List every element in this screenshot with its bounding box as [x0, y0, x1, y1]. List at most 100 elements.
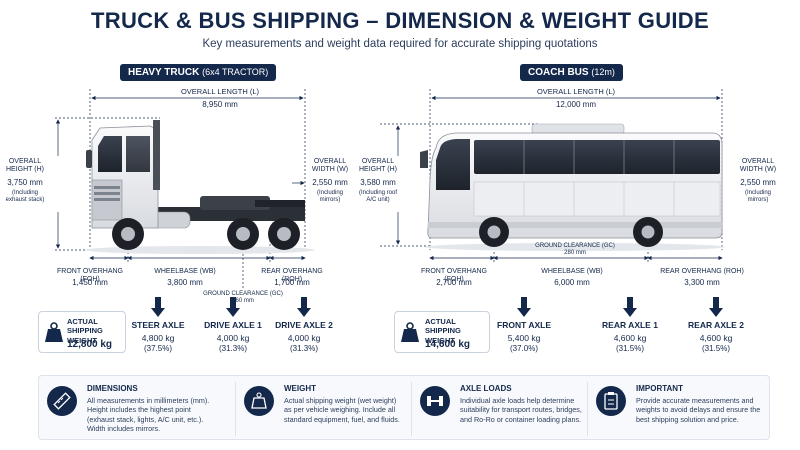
weight-icon	[45, 322, 63, 342]
bus-label-sub: (12m)	[591, 67, 615, 77]
truck-width-note: (Including mirrors)	[316, 190, 343, 204]
info-text: Individual axle loads help determine sui…	[460, 396, 582, 424]
truck-height-note: (Including exhaust stack)	[5, 190, 45, 204]
truck-axle-drive-1: DRIVE AXLE 1 4,000 kg (31.3%)	[203, 297, 263, 359]
axle-name: DRIVE AXLE 1	[204, 320, 262, 330]
bus-length-label: OVERALL LENGTH (L)	[536, 87, 616, 96]
bus-gc-label: GROUND CLEARANCE (GC)	[535, 243, 615, 249]
truck-bottom-dimensions	[89, 240, 306, 290]
bus-height-note: (Including roof A/C unit)	[358, 190, 398, 204]
info-text: Actual shipping weight (wet weight) as p…	[284, 396, 400, 424]
bus-axle-rear-1: REAR AXLE 1 4,600 kg (31.5%)	[600, 297, 660, 359]
info-title: IMPORTANT	[636, 384, 683, 393]
bus-width-value: 2,550 mm	[740, 178, 776, 187]
bus-roh-label: REAR OVERHANG (ROH)	[660, 268, 744, 275]
bus-width-note: (Including mirrors)	[744, 190, 771, 204]
truck-axle-steer: STEER AXLE 4,800 kg (37.5%)	[128, 297, 188, 359]
info-title: DIMENSIONS	[87, 384, 138, 393]
bus-section-label: COACH BUS (12m)	[520, 64, 623, 81]
bus-axle-front: FRONT AXLE 5,400 kg (37.0%)	[494, 297, 554, 359]
arrow-down-icon	[709, 297, 723, 317]
bus-axle-rear-2: REAR AXLE 2 4,600 kg (31.5%)	[686, 297, 746, 359]
arrow-down-icon	[517, 297, 531, 317]
truck-roh-label: REAR OVERHANG (ROH)	[261, 268, 323, 284]
bus-bottom-dimensions	[429, 240, 723, 262]
info-text: All measurements in millimeters (mm). He…	[87, 396, 210, 434]
truck-roh-value: 1,700 mm	[274, 278, 310, 287]
axle-name: STEER AXLE	[131, 320, 185, 330]
truck-width-label: OVERALL WIDTH (W)	[311, 158, 349, 174]
info-title: AXLE LOADS	[460, 384, 512, 393]
scale-icon	[244, 386, 274, 416]
bus-illustration	[420, 123, 725, 251]
axle-pct: (37.0%)	[509, 344, 538, 353]
truck-label-sub: (6x4 TRACTOR)	[202, 67, 269, 77]
bus-roh-value: 3,300 mm	[684, 278, 720, 287]
axle-pct: (31.3%)	[289, 344, 318, 353]
bus-width-label: OVERALL WIDTH (W)	[739, 158, 777, 174]
ruler-icon	[47, 386, 77, 416]
page-subtitle: Key measurements and weight data require…	[202, 38, 598, 50]
clipboard-icon	[596, 386, 626, 416]
axle-value: 4,000 kg	[216, 333, 250, 343]
axle-name: FRONT AXLE	[497, 320, 551, 330]
truck-weight-label: ACTUAL SHIPPING WEIGHT	[67, 317, 103, 345]
axle-name: REAR AXLE 1	[602, 320, 658, 330]
truck-wheel-front	[112, 218, 144, 250]
bus-foh-label: FRONT OVERHANG (FOH)	[421, 268, 487, 284]
axle-name: REAR AXLE 2	[688, 320, 744, 330]
bus-height-value: 3,580 mm	[360, 178, 396, 187]
axle-pct: (37.5%)	[143, 344, 172, 353]
info-title: WEIGHT	[284, 384, 316, 393]
truck-wb-label: WHEELBASE (WB)	[154, 268, 216, 275]
truck-wheel-drive-2	[268, 218, 300, 250]
truck-height-label: OVERALL HEIGHT (H)	[6, 158, 44, 174]
bus-weight-card: ACTUAL SHIPPING WEIGHT 14,600 kg	[394, 311, 490, 353]
truck-height-dimension	[55, 117, 160, 251]
truck-wb-value: 3,800 mm	[167, 278, 203, 287]
truck-wheel-drive-1	[227, 218, 259, 250]
weight-icon	[401, 322, 419, 342]
bus-length-value: 12,000 mm	[555, 100, 597, 109]
info-dimensions: DIMENSIONS All measurements in millimete…	[47, 382, 217, 436]
arrow-down-icon	[151, 297, 165, 317]
bus-wb-label: WHEELBASE (WB)	[541, 268, 603, 275]
arrow-down-icon	[623, 297, 637, 317]
axle-value: 4,000 kg	[287, 333, 321, 343]
info-text: Provide accurate measurements and weight…	[636, 396, 761, 424]
dimension-diagram	[55, 89, 725, 290]
axle-pct: (31.5%)	[701, 344, 730, 353]
info-panel: DIMENSIONS All measurements in millimete…	[38, 375, 770, 440]
bus-wheel-front	[479, 217, 509, 247]
axle-pct: (31.5%)	[615, 344, 644, 353]
bus-wheel-rear	[633, 217, 663, 247]
truck-section-label: HEAVY TRUCK (6x4 TRACTOR)	[120, 64, 277, 81]
axle-value: 4,800 kg	[141, 333, 175, 343]
bus-gc-value: 280 mm	[564, 250, 586, 256]
bus-foh-value: 2,700 mm	[436, 278, 472, 287]
truck-length-value: 8,950 mm	[202, 100, 238, 109]
dumbbell-icon	[420, 386, 450, 416]
truck-gc-value: 260 mm	[232, 298, 254, 304]
bus-weight-label: ACTUAL SHIPPING WEIGHT	[425, 317, 461, 345]
bus-height-dimension	[380, 123, 540, 247]
truck-label: HEAVY TRUCK	[128, 67, 200, 78]
info-axle-loads: AXLE LOADS Individual axle loads help de…	[411, 382, 582, 436]
truck-width-value: 2,550 mm	[312, 178, 348, 187]
arrow-down-icon	[297, 297, 311, 317]
truck-length-label: OVERALL LENGTH (L)	[180, 87, 260, 96]
bus-wb-value: 6,000 mm	[554, 278, 590, 287]
axle-pct: (31.3%)	[218, 344, 247, 353]
truck-height-value: 3,750 mm	[7, 178, 43, 187]
truck-illustration	[85, 120, 315, 254]
truck-axle-drive-2: DRIVE AXLE 2 4,000 kg (31.3%)	[274, 297, 334, 359]
truck-weight-card: ACTUAL SHIPPING WEIGHT 12,800 kg	[38, 311, 126, 353]
truck-foh-label: FRONT OVERHANG (FOH)	[57, 268, 123, 284]
arrow-down-icon	[226, 297, 240, 317]
bus-weight-value: 14,600 kg	[425, 339, 471, 350]
info-weight: WEIGHT Actual shipping weight (wet weigh…	[235, 382, 405, 436]
truck-length-dimension	[89, 89, 306, 250]
truck-weight-value: 12,800 kg	[67, 339, 113, 350]
axle-value: 5,400 kg	[507, 333, 541, 343]
page-title: TRUCK & BUS SHIPPING – DIMENSION & WEIGH…	[91, 8, 709, 33]
